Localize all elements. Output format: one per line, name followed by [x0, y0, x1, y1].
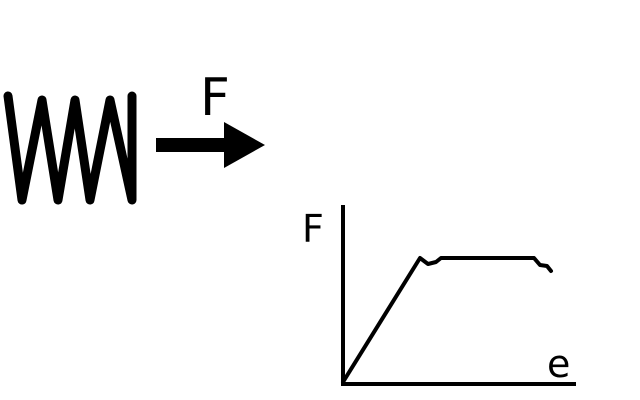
right-arrow-icon — [156, 122, 265, 168]
x-axis-label: e — [547, 342, 571, 386]
force-arrow-label: F — [200, 68, 230, 128]
force-extension-curve — [341, 256, 553, 384]
y-axis-label: F — [302, 207, 324, 251]
spring-coil-icon — [3, 91, 137, 205]
